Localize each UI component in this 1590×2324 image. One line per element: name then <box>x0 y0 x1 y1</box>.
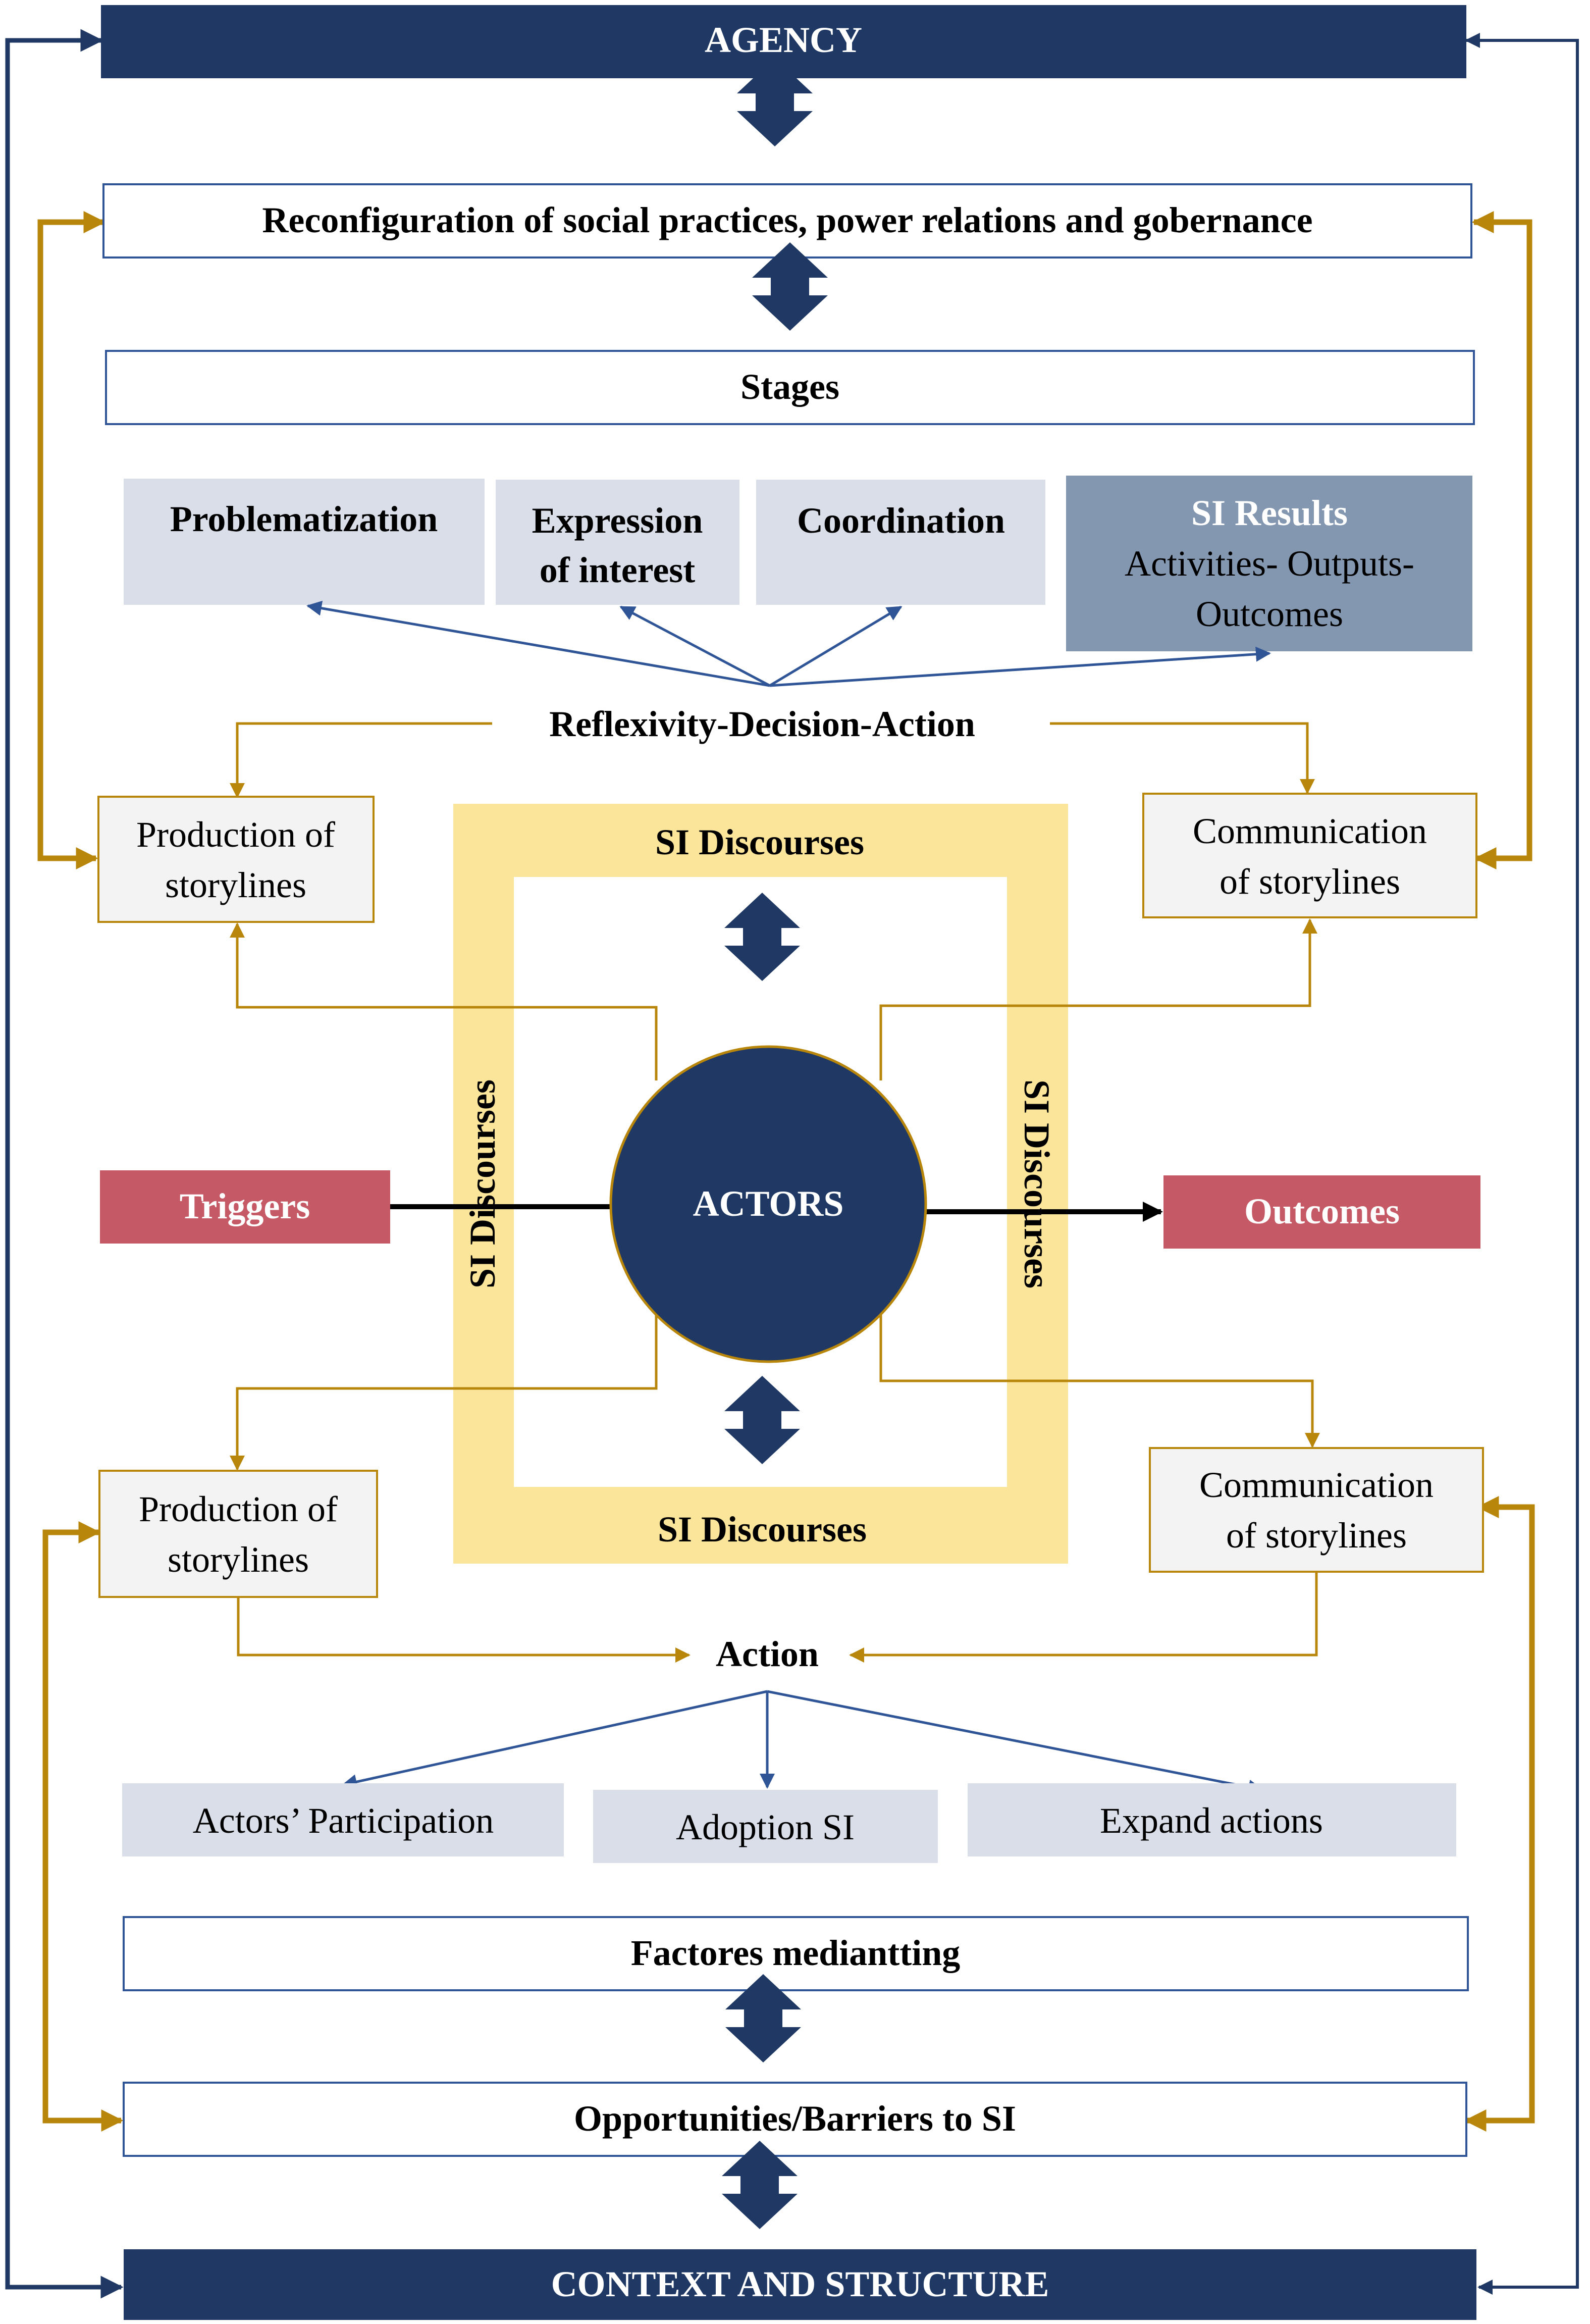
communication-top-line1: Communication <box>1193 811 1427 851</box>
reflexivity-to-communication-arrow <box>1050 722 1315 794</box>
coordination-box <box>756 480 1045 605</box>
reflexivity-to-production-arrow <box>230 722 492 798</box>
coordination-label: Coordination <box>797 500 1005 541</box>
actors-storyline-connectors <box>230 918 1320 1471</box>
si-discourses-left-label: SI Discourses <box>462 1079 503 1288</box>
factores-mediantting-label: Factores mediantting <box>631 1933 961 1973</box>
reflexivity-to-stages-arrows <box>306 600 1271 687</box>
outcomes-box <box>1163 1175 1480 1249</box>
si-discourses-right-label: SI Discourses <box>1017 1079 1057 1288</box>
opportunities-barriers-box <box>123 2082 1467 2157</box>
communication-bottom-line2: of storylines <box>1226 1515 1407 1556</box>
production-of-storylines-top <box>97 796 375 923</box>
communication-top-line2: of storylines <box>1220 861 1400 902</box>
adoption-si-box <box>593 1790 938 1863</box>
communication-of-storylines-top <box>1142 793 1477 918</box>
expression-of-interest-box <box>496 480 739 605</box>
agency-label: AGENCY <box>705 20 862 60</box>
problematization-label: Problematization <box>170 499 438 539</box>
si-discourses-top-label: SI Discourses <box>655 822 864 862</box>
communication-of-storylines-bottom <box>1149 1447 1484 1573</box>
communication-opportunities-loop <box>1464 1496 1535 2132</box>
factores-mediantting-box <box>123 1916 1469 1991</box>
agency-context-loop-left <box>5 29 124 2299</box>
production-bottom-line2: storylines <box>168 1539 309 1580</box>
expression-label-line2: of interest <box>540 550 696 590</box>
double-arrow-discourses-top <box>724 893 800 981</box>
reconfiguration-communication-loop <box>1471 211 1532 869</box>
expression-label-line1: Expression <box>532 500 703 541</box>
outcomes-label: Outcomes <box>1244 1191 1400 1231</box>
communication-bottom-line1: Communication <box>1199 1465 1434 1505</box>
si-results-box <box>1066 476 1472 651</box>
opportunities-barriers-label: Opportunities/Barriers to SI <box>574 2098 1016 2139</box>
production-top-line1: Production of <box>136 814 335 855</box>
production-of-storylines-bottom <box>98 1470 378 1598</box>
si-results-line3: Outcomes <box>1196 594 1343 634</box>
expand-actions-label: Expand actions <box>1100 1800 1323 1841</box>
production-opportunities-loop <box>42 1521 124 2132</box>
agency-box <box>101 5 1466 78</box>
production-bottom-line1: Production of <box>139 1489 338 1529</box>
production-top-line2: storylines <box>165 865 306 905</box>
stages-box <box>105 350 1475 425</box>
action-label: Action <box>716 1634 819 1674</box>
actors-label: ACTORS <box>693 1183 844 1224</box>
double-arrow-discourses-bottom <box>724 1376 800 1464</box>
problematization-box <box>124 479 485 605</box>
action-to-outputs-arrows <box>342 1690 1263 1795</box>
si-discourses-bottom-label: SI Discourses <box>658 1509 867 1550</box>
reconfiguration-production-loop <box>37 211 106 869</box>
triggers-label: Triggers <box>180 1186 310 1226</box>
actors-participation-box <box>122 1783 564 1856</box>
actors-participation-label: Actors’ Participation <box>193 1800 494 1841</box>
context-and-structure-box <box>124 2249 1476 2320</box>
reconfiguration-label: Reconfiguration of social practices, pow… <box>262 200 1312 240</box>
production-to-action-arrow <box>237 1597 691 1663</box>
agency-context-loop-right <box>1465 33 1579 2295</box>
triggers-box <box>100 1170 390 1244</box>
actors-circle <box>609 1045 927 1363</box>
reflexivity-decision-action-label: Reflexivity-Decision-Action <box>549 704 975 744</box>
si-results-line2: Activities- Outputs- <box>1125 543 1414 584</box>
si-results-title: SI Results <box>1191 493 1348 533</box>
communication-to-action-arrow <box>849 1572 1318 1663</box>
expand-actions-box <box>968 1783 1456 1856</box>
context-and-structure-label: CONTEXT AND STRUCTURE <box>551 2264 1049 2304</box>
si-discourses-frame <box>453 804 1068 1564</box>
adoption-si-label: Adoption SI <box>676 1807 855 1847</box>
stages-label: Stages <box>740 367 839 407</box>
